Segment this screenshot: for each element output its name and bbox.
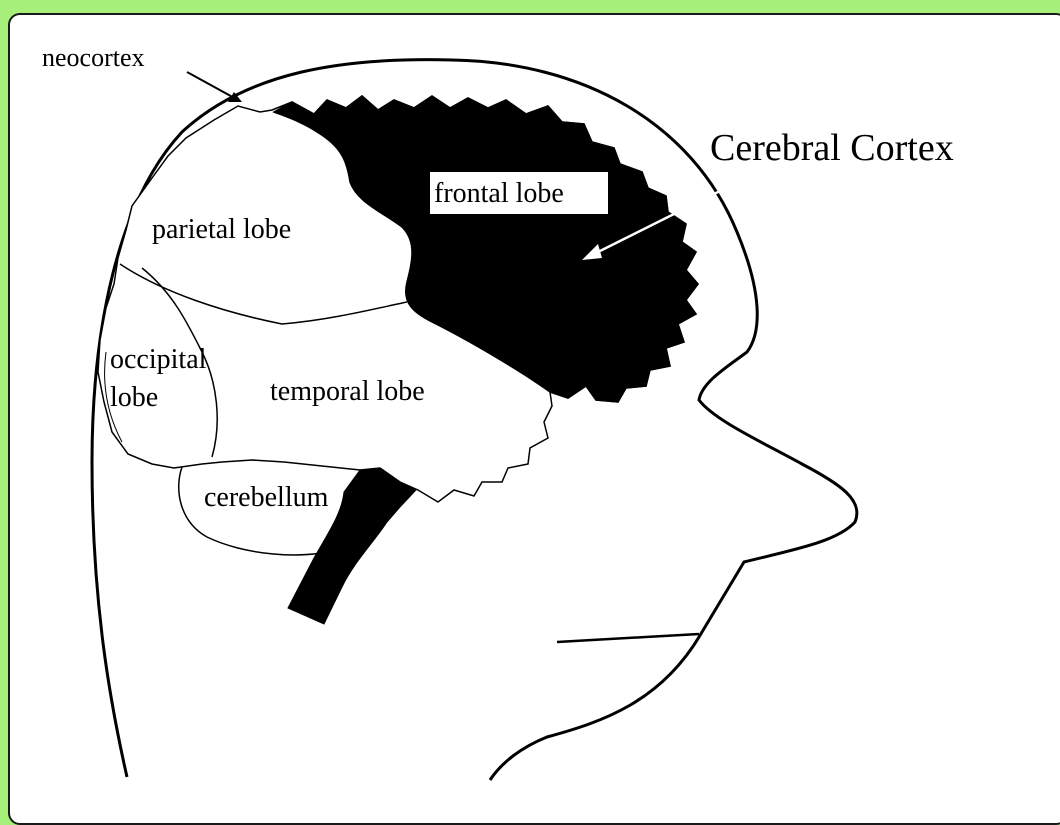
diagram-panel: neocortex Cerebral Cortex frontal lobe p…	[8, 13, 1060, 825]
cerebral-cortex-label: Cerebral Cortex	[710, 127, 954, 169]
neocortex-arrow	[187, 72, 238, 100]
neck-line	[557, 634, 699, 642]
neocortex-label: neocortex	[42, 43, 145, 72]
cerebellum-label: cerebellum	[204, 482, 329, 513]
occipital-lobe-label-line2: lobe	[110, 382, 158, 413]
temporal-lobe-label: temporal lobe	[270, 376, 425, 407]
parietal-lobe-label: parietal lobe	[152, 214, 291, 245]
occipital-lobe-label-line1: occipital	[110, 344, 207, 375]
frontal-lobe-label: frontal lobe	[434, 178, 564, 209]
brain-diagram: neocortex Cerebral Cortex frontal lobe p…	[8, 13, 1060, 814]
